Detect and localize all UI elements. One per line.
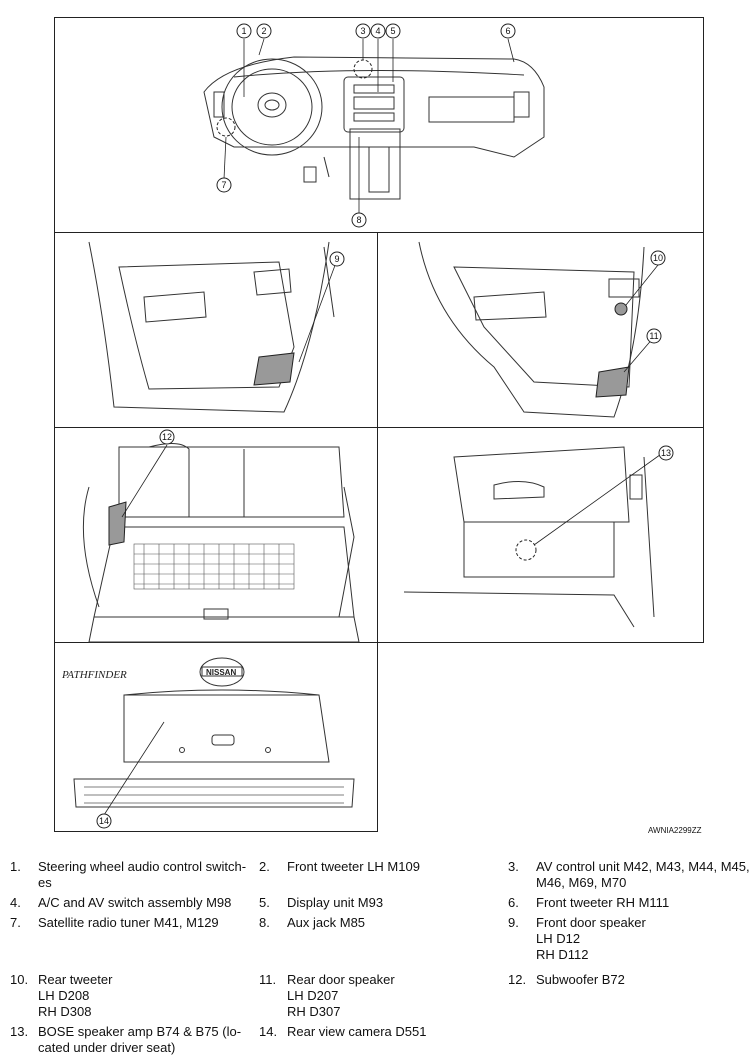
legend-number: 8. xyxy=(259,915,270,930)
legend-number: 4. xyxy=(10,895,21,910)
legend-text: AV control unit M42, M43, M44, M45, xyxy=(536,859,750,874)
callout-4: 4 xyxy=(375,26,380,36)
legend-text: Display unit M93 xyxy=(287,895,384,910)
rear-tweeter-shape xyxy=(614,302,628,316)
callout-14: 14 xyxy=(99,816,109,826)
legend-text: LH D207 xyxy=(287,988,339,1003)
panel-front-door xyxy=(54,232,378,428)
callout-1: 1 xyxy=(241,26,246,36)
legend-text: LH D208 xyxy=(38,988,90,1003)
legend-text: RH D307 xyxy=(287,1004,341,1019)
highlight-satellite-tuner xyxy=(216,117,236,137)
callout-8: 8 xyxy=(356,215,361,225)
callout-13: 13 xyxy=(661,448,671,458)
legend-number: 1. xyxy=(10,859,21,874)
legend-text: M46, M69, M70 xyxy=(536,875,627,890)
front-door-speaker-shape xyxy=(253,352,295,386)
rear-bumper-pattern xyxy=(84,786,344,804)
callout-12: 12 xyxy=(162,432,172,442)
legend-text: Aux jack M85 xyxy=(287,915,366,930)
legend-number: 5. xyxy=(259,895,270,910)
legend-number: 2. xyxy=(259,859,270,874)
legend-number: 14. xyxy=(259,1024,278,1039)
panel-dashboard xyxy=(54,17,704,233)
callout-3: 3 xyxy=(360,26,365,36)
legend-number: 12. xyxy=(508,972,527,987)
legend-text: BOSE speaker amp B74 & B75 (lo- xyxy=(38,1024,242,1039)
highlight-av-control-unit xyxy=(353,59,373,79)
legend-text: Rear tweeter xyxy=(38,972,113,987)
badge-pathfinder: PATHFINDER xyxy=(61,669,127,681)
badge-nissan: NISSAN xyxy=(206,668,236,677)
panel-driver-seat xyxy=(377,427,704,643)
legend-text: A/C and AV switch assembly M98 xyxy=(38,895,232,910)
legend-text: RH D112 xyxy=(536,947,589,962)
speaker-location-figure: PATHFINDER NISSAN 1 2 3 xyxy=(54,17,704,832)
legend-text: Front tweeter LH M109 xyxy=(287,859,420,874)
legend-number: 10. xyxy=(10,972,29,987)
legend-number: 3. xyxy=(508,859,519,874)
front-door-illustration xyxy=(88,241,335,413)
legend-text: RH D308 xyxy=(38,1004,92,1019)
legend-text: Front tweeter RH M111 xyxy=(536,895,670,910)
callout-5: 5 xyxy=(390,26,395,36)
legend-text: Subwoofer B72 xyxy=(536,972,625,987)
rear-gate-illustration xyxy=(73,657,355,808)
callout-2: 2 xyxy=(261,26,266,36)
callout-10: 10 xyxy=(653,253,663,263)
cargo-net xyxy=(133,543,295,590)
legend-number: 13. xyxy=(10,1024,29,1039)
legend-number: 7. xyxy=(10,915,21,930)
callout-11: 11 xyxy=(649,331,658,341)
callout-9: 9 xyxy=(334,254,339,264)
highlight-bose-amp xyxy=(515,539,537,561)
rear-door-speaker-shape xyxy=(595,366,630,398)
cargo-illustration xyxy=(82,443,360,643)
legend-text: Steering wheel audio control switch- xyxy=(38,859,247,874)
callout-6: 6 xyxy=(505,26,510,36)
legend-text: Rear view camera D551 xyxy=(287,1024,427,1039)
legend-text: LH D12 xyxy=(536,931,581,946)
legend-text: Front door speaker xyxy=(536,915,646,930)
driver-seat-illustration xyxy=(403,446,655,628)
subwoofer-shape xyxy=(108,501,127,546)
legend-text: cated under driver seat) xyxy=(38,1040,176,1055)
legend-number: 9. xyxy=(508,915,519,930)
rear-door-illustration xyxy=(418,241,645,418)
callout-7: 7 xyxy=(221,180,226,190)
leader-lines xyxy=(103,38,665,816)
dashboard-illustration xyxy=(203,56,545,200)
figure-drawing: PATHFINDER NISSAN 1 2 3 xyxy=(54,17,704,832)
legend-text: es xyxy=(38,875,52,890)
legend-text: Rear door speaker xyxy=(287,972,395,987)
panel-cargo xyxy=(54,427,378,643)
legend-text: Satellite radio tuner M41, M129 xyxy=(38,915,219,930)
legend-number: 11. xyxy=(259,972,277,987)
legend-number: 6. xyxy=(508,895,519,910)
figure-code: AWNIA2299ZZ xyxy=(648,826,702,835)
